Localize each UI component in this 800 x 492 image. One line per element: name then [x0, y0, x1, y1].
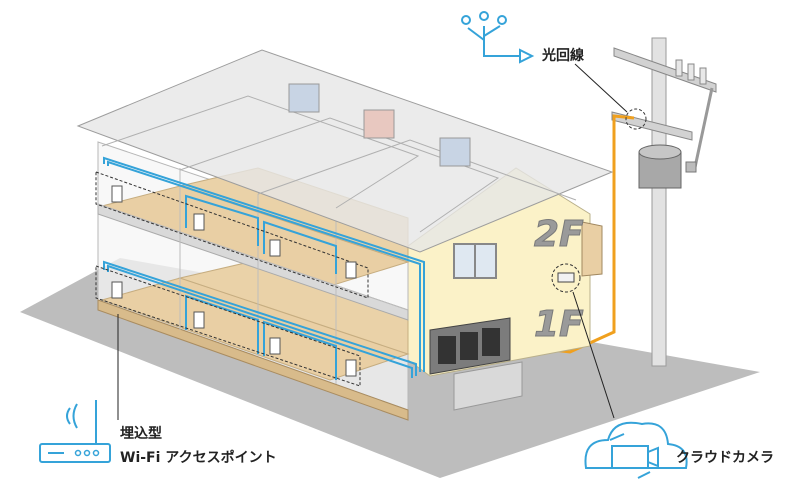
floor-label-1f: 1F	[534, 304, 584, 345]
balcony-side	[581, 221, 603, 277]
cloud-camera-label: クラウドカメラ	[676, 450, 774, 466]
ap-zones	[95, 171, 369, 387]
fiber-label: 光回線	[541, 47, 584, 64]
wall-access-points	[111, 185, 357, 377]
floor-slabs	[97, 167, 410, 421]
fiber-network-icon	[461, 11, 535, 64]
wifi-router-icon	[39, 400, 111, 463]
wall-camera	[551, 263, 615, 419]
access-point-label-line2: Wi-Fi アクセスポイント	[120, 449, 277, 466]
cloud-camera-icon	[584, 421, 688, 479]
access-point-label-line1: 埋込型	[120, 425, 162, 442]
floor-label-2f: 2F	[534, 214, 584, 255]
roof	[76, 49, 614, 253]
utility-pole	[611, 37, 717, 367]
lan-cabling	[103, 156, 425, 380]
network-cabinet	[429, 317, 523, 411]
